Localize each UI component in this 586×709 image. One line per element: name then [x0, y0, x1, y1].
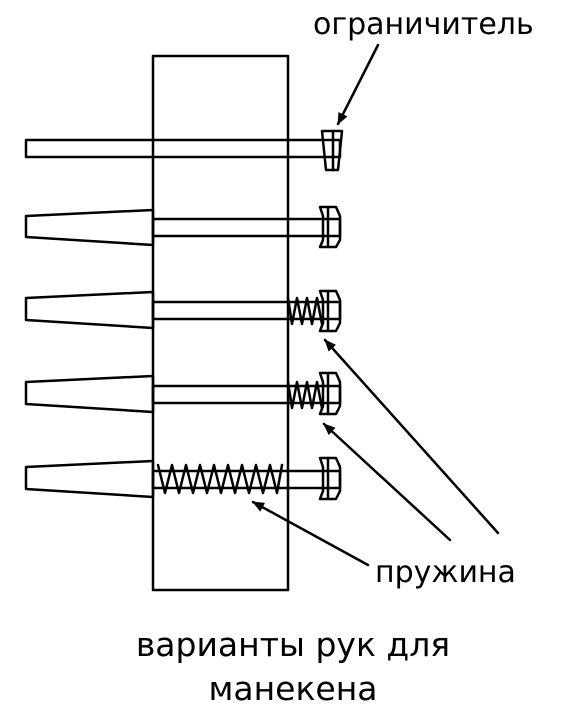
spring-coil: [156, 463, 284, 495]
arm-variant-4: [24, 371, 342, 416]
limiter-label: ограничитель: [313, 7, 534, 42]
arm-taper: [24, 208, 155, 247]
spring-pointer-arrow-3: [251, 500, 370, 567]
limiter-cap: [318, 371, 342, 416]
limiter-cap: [318, 456, 342, 501]
limiter-pointer-arrow: [336, 43, 380, 126]
spring-coil: [286, 380, 324, 410]
arm-variant-2: [24, 205, 342, 249]
caption-line-2: манекена: [208, 669, 378, 708]
spring-label: пружина: [375, 555, 516, 590]
arm-taper: [24, 290, 155, 330]
arm-taper: [24, 374, 155, 414]
spring-pointer-arrow-1: [323, 338, 500, 535]
spring-coil: [286, 296, 324, 326]
limiter-cap: [320, 129, 344, 172]
limiter-cap: [318, 289, 342, 333]
arm-variant-1: [24, 129, 344, 172]
arm-rod: [24, 138, 342, 159]
arm-rod: [151, 384, 342, 405]
arm-variant-3: [24, 289, 342, 333]
arm-variant-5: [24, 456, 342, 501]
caption-line-1: варианты рук для: [135, 625, 451, 664]
arm-taper: [24, 459, 155, 499]
spring-pointer-arrow-2: [322, 422, 452, 542]
limiter-cap: [318, 205, 342, 249]
arm-rod: [151, 217, 342, 238]
arm-rod: [151, 300, 342, 321]
